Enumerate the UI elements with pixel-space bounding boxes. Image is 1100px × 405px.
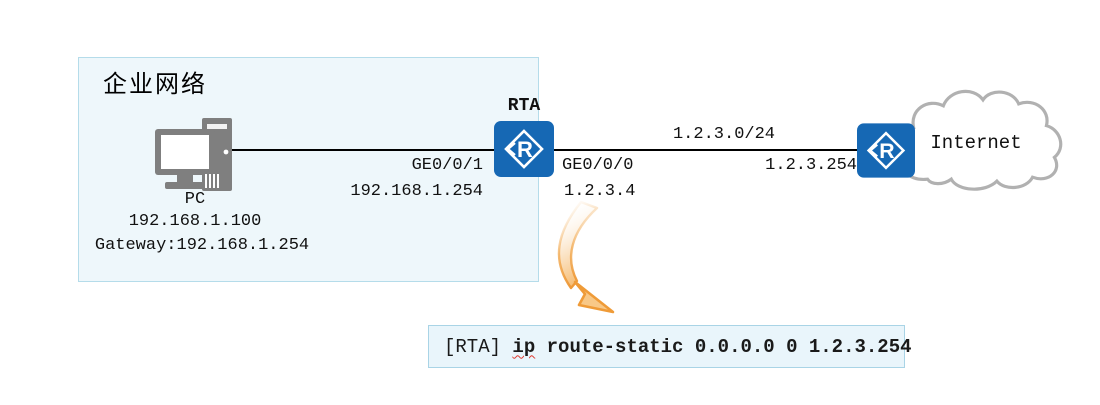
pc-gateway: Gateway:192.168.1.254 [94,236,310,255]
rta-wan-interface-label: GE0/0/0 [562,156,634,175]
svg-text:R: R [517,137,533,162]
wan-link-line [553,149,860,151]
command-keyword: ip [512,335,536,358]
command-prompt: [RTA] [444,335,513,358]
router-rta-label: RTA [507,96,541,116]
enterprise-network-title: 企业网络 [103,72,207,98]
enterprise-network-box [78,57,539,282]
rta-lan-interface-ip: 192.168.1.254 [350,182,483,201]
callout-arrow-icon [557,200,615,314]
svg-text:R: R [879,139,894,163]
pc-icon [155,118,232,191]
command-box: [RTA] ip route-static 0.0.0.0 0 1.2.3.25… [428,325,912,368]
rta-wan-interface-ip: 1.2.3.4 [564,182,636,201]
router-internet-icon: R [857,123,915,178]
wan-far-end-ip: 1.2.3.254 [765,156,857,175]
command-text: route-static 0.0.0.0 0 1.2.3.254 [535,335,912,358]
pc-ip-address: 192.168.1.100 [128,212,262,231]
pc-label: PC [184,190,206,209]
rta-lan-interface-label: GE0/0/1 [411,156,483,175]
lan-link-line [232,149,495,151]
wan-network-label: 1.2.3.0/24 [672,125,776,144]
internet-label: Internet [930,132,1022,154]
router-rta-icon: R [494,121,554,177]
